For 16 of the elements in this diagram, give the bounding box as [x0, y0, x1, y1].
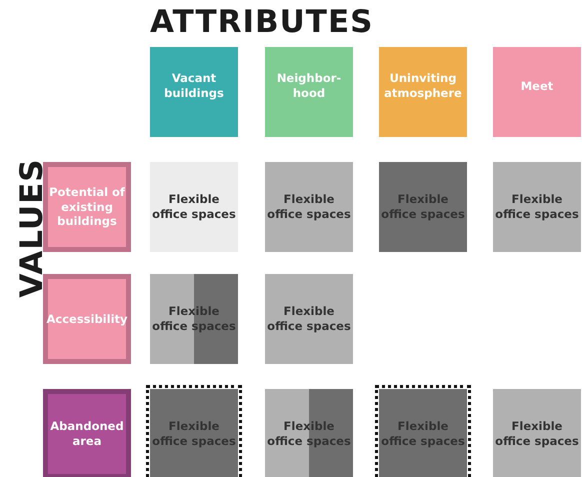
attribute-box: Vacant buildings: [150, 47, 238, 137]
heading: ATTRIBUTES: [150, 4, 374, 40]
attribute-box: Meet: [493, 47, 581, 137]
option-box: Flexible office spaces: [493, 162, 581, 252]
value-box: Abandoned area: [43, 389, 131, 477]
option-box: Flexible office spaces: [150, 162, 238, 252]
option-box: Flexible office spaces: [150, 389, 238, 477]
option-box: Flexible office spaces: [379, 162, 467, 252]
option-box: Flexible office spaces: [265, 274, 353, 364]
option-box: Flexible office spaces: [265, 162, 353, 252]
option-box: Flexible office spaces: [379, 389, 467, 477]
value-box: Potential of existing buildings: [43, 162, 131, 252]
value-box: Accessibility: [43, 274, 131, 364]
attribute-box: Uninviting atmosphere: [379, 47, 467, 137]
attribute-box: Neighbor-hood: [265, 47, 353, 137]
option-box: Flexible office spaces: [493, 389, 581, 477]
